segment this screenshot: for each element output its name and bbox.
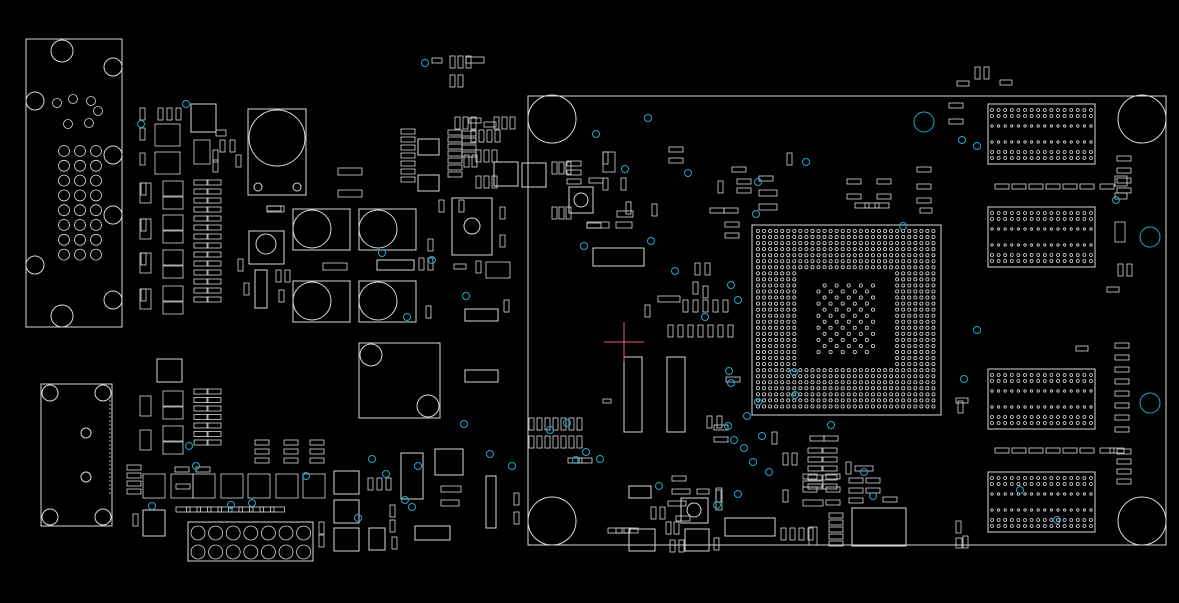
left-connector-top bbox=[25, 38, 123, 328]
power-inductors bbox=[248, 208, 417, 323]
bottom-pin-header bbox=[187, 521, 314, 562]
vias bbox=[137, 59, 1161, 524]
misc-ics bbox=[142, 103, 907, 552]
cursor-crosshair bbox=[604, 322, 644, 362]
som-module-outline bbox=[527, 94, 1167, 546]
large-capacitor bbox=[247, 108, 307, 196]
left-connector-bottom bbox=[40, 383, 113, 527]
memory-chips bbox=[987, 103, 1096, 533]
small-components bbox=[126, 55, 1133, 553]
main-bga-processor bbox=[751, 224, 942, 416]
buzzer-module bbox=[358, 342, 441, 419]
